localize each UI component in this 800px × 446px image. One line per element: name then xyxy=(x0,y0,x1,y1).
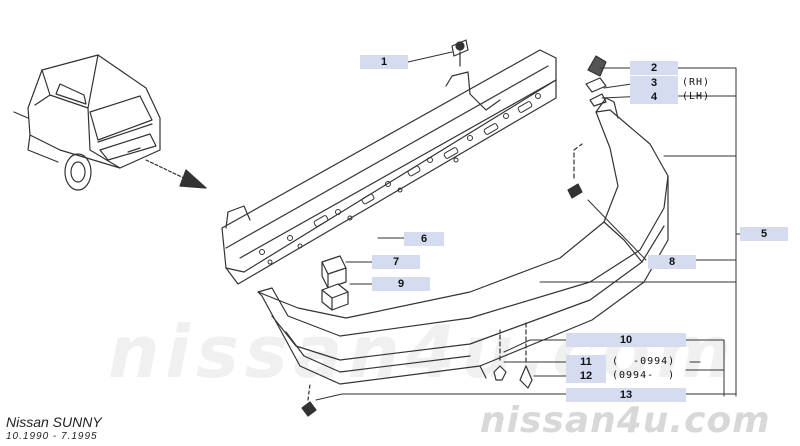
callout-1[interactable]: 1 xyxy=(360,55,408,69)
callout-7[interactable]: 7 xyxy=(372,255,420,269)
pad-part-9 xyxy=(321,283,349,311)
footer-model: Nissan SUNNY xyxy=(6,414,102,430)
callout-5[interactable]: 5 xyxy=(740,227,788,241)
direction-arrow xyxy=(145,159,207,189)
callout-4[interactable]: 4 xyxy=(630,90,678,104)
pad-part-7 xyxy=(321,255,347,289)
fastener-parts-10-13 xyxy=(301,319,533,417)
callout-12-note: (0994- ) xyxy=(612,370,676,381)
watermark-large: nissan4u.com xyxy=(108,310,738,394)
callout-3[interactable]: 3 xyxy=(630,76,678,90)
leader-lines xyxy=(315,51,743,401)
vehicle-locator-image xyxy=(13,54,161,191)
callout-11-note: ( -0994) xyxy=(612,356,676,367)
footer-period: 10.1990 - 7.1995 xyxy=(6,431,98,442)
callout-3-note: (RH) xyxy=(682,77,711,88)
bolt-part-8 xyxy=(567,143,583,199)
callout-13[interactable]: 13 xyxy=(566,388,686,402)
bumper-reinforcement xyxy=(221,49,557,285)
bolt-part-1 xyxy=(451,39,469,67)
callout-4-note: (LH) xyxy=(682,91,711,102)
callout-12[interactable]: 12 xyxy=(566,369,606,383)
callout-9[interactable]: 9 xyxy=(372,277,430,291)
watermark-small: nissan4u.com xyxy=(480,400,771,441)
bumper-fascia xyxy=(257,97,669,385)
callout-10[interactable]: 10 xyxy=(566,333,686,347)
callout-11[interactable]: 11 xyxy=(566,355,606,369)
callout-6[interactable]: 6 xyxy=(404,232,444,246)
callout-2[interactable]: 2 xyxy=(630,61,678,75)
callout-8[interactable]: 8 xyxy=(648,255,696,269)
clip-parts-2-3-4 xyxy=(585,55,607,107)
